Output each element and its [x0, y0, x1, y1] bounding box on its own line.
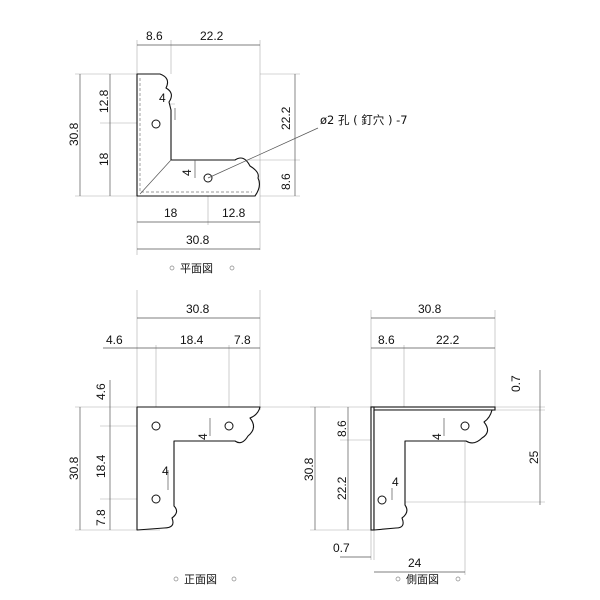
- plan-hidden-edge: [139, 78, 252, 193]
- caption-dot: [455, 576, 461, 582]
- caption-dot: [231, 576, 237, 582]
- caption-dot: [169, 265, 175, 271]
- dim-label: 4.6: [94, 383, 108, 400]
- dim-label: 12.8: [222, 206, 246, 220]
- dim-label: 30.8: [302, 457, 316, 481]
- front-view: 30.8 4.6 18.4 7.8 4.6 30.8 18.4 7.8 4 4 …: [67, 290, 330, 586]
- caption-dot: [229, 265, 235, 271]
- dim-label: 4: [430, 433, 444, 440]
- dim-label: 18: [164, 206, 178, 220]
- dim-label: 4: [162, 464, 169, 478]
- plan-view: ø2 孔 ( 釘穴 ) -7 8.6 22.2 30.8 12.8 18 4 4…: [67, 29, 408, 275]
- side-hole: [377, 495, 387, 505]
- dim-label: 18.4: [180, 333, 204, 347]
- front-caption: 正面図: [184, 573, 217, 586]
- plan-caption: 平面図: [180, 262, 213, 275]
- dim-label: 22.2: [335, 476, 349, 500]
- side-caption: 側面図: [406, 573, 439, 586]
- caption-dot: [395, 576, 401, 582]
- front-bracket-outline: [136, 406, 261, 531]
- dim-label: 4.6: [106, 333, 123, 347]
- hole-leader-line: [207, 127, 319, 179]
- dim-label: 30.8: [67, 122, 81, 146]
- dim-label: 22.2: [436, 333, 460, 347]
- side-bracket-outline: [373, 409, 493, 531]
- side-hole: [460, 421, 470, 431]
- dim-label: 22.2: [200, 29, 224, 43]
- dim-label: 30.8: [186, 302, 210, 316]
- front-hole: [151, 494, 161, 504]
- dim-label: 30.8: [67, 456, 81, 480]
- dim-label: 24: [408, 556, 422, 570]
- plan-fold-line: [139, 159, 172, 195]
- dim-label: 4: [392, 475, 399, 489]
- dim-label: 18.4: [94, 454, 108, 478]
- plan-bracket-outline: [136, 73, 261, 197]
- dim-label: 8.6: [335, 420, 349, 437]
- dim-label: 12.8: [97, 89, 111, 113]
- front-hole: [151, 421, 161, 431]
- front-hole: [224, 421, 234, 431]
- dim-label: 4: [159, 91, 166, 105]
- dim-label: 7.8: [94, 509, 108, 526]
- side-view: 30.8 8.6 22.2 0.7 25 30.8 8.6 22.2 0.7 2…: [302, 302, 545, 586]
- plan-hole: [151, 119, 161, 129]
- dim-label: 8.6: [279, 173, 293, 190]
- dim-label: 30.8: [418, 302, 442, 316]
- dim-label: 25: [527, 450, 541, 464]
- dim-label: 8.6: [378, 333, 395, 347]
- dim-label: 8.6: [146, 29, 163, 43]
- dim-label: 0.7: [509, 375, 523, 392]
- dim-label: 0.7: [333, 541, 350, 555]
- dim-label: 7.8: [234, 333, 251, 347]
- dim-label: 4: [180, 169, 194, 176]
- dim-label: 30.8: [186, 233, 210, 247]
- caption-dot: [173, 576, 179, 582]
- dim-label: 18: [97, 152, 111, 166]
- dim-label: 22.2: [279, 106, 293, 130]
- hole-note-label: ø2 孔 ( 釘穴 ) -7: [320, 113, 408, 127]
- dim-label: 4: [196, 433, 210, 440]
